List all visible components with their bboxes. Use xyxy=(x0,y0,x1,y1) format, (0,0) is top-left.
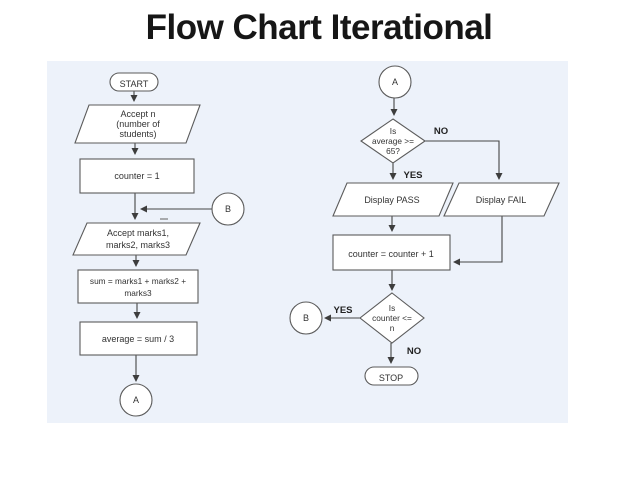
edge-average-no-to-display-fail xyxy=(425,140,503,180)
counter-increment-label: counter = counter + 1 xyxy=(348,249,434,259)
display-pass-io-shape xyxy=(332,182,454,217)
node-connector-b-left: B xyxy=(211,192,245,226)
average-decision-shape xyxy=(360,118,426,164)
accept-marks-io-shape xyxy=(72,222,201,256)
node-accept-n: Accept n (number of students) xyxy=(74,104,201,144)
accept-n-line2: (number of xyxy=(116,119,160,129)
connector-a-left-label: A xyxy=(133,395,139,405)
sum-calc-line1: sum = marks1 + marks2 + xyxy=(90,276,186,286)
counter-decision-line2: counter <= xyxy=(372,313,412,323)
display-fail-io-shape xyxy=(443,182,560,217)
stop-label: STOP xyxy=(379,373,403,383)
connector-b-right-shape xyxy=(289,301,323,335)
edge-display-fail-to-counter-increment xyxy=(453,216,503,266)
counter-no-label: NO xyxy=(407,346,421,357)
accept-marks-line1: Accept marks1, xyxy=(107,228,169,238)
counter-decision-shape xyxy=(359,292,425,344)
node-display-fail: Display FAIL xyxy=(443,182,560,217)
connector-b-right-label: B xyxy=(303,313,309,323)
connector-b-left-label: B xyxy=(225,204,231,214)
display-pass-label: Display PASS xyxy=(364,195,419,205)
average-decision-line3: 65? xyxy=(386,146,400,156)
start-terminator-shape xyxy=(109,72,159,92)
slide-title: Flow Chart Iterational xyxy=(145,8,493,47)
average-calc-label: average = sum / 3 xyxy=(102,334,174,344)
counter-init-label: counter = 1 xyxy=(114,171,159,181)
node-average-calc: average = sum / 3 xyxy=(79,321,198,356)
counter-decision-line3: n xyxy=(390,323,395,333)
accept-n-io-shape xyxy=(74,104,201,144)
average-calc-process-shape xyxy=(79,321,198,356)
connector-a-left-shape xyxy=(119,383,153,417)
node-accept-marks: Accept marks1, marks2, marks3 xyxy=(72,222,201,256)
sum-calc-line2: marks3 xyxy=(124,288,152,298)
start-label: START xyxy=(120,79,149,89)
counter-increment-process-shape xyxy=(332,234,451,271)
average-decision-line2: average >= xyxy=(372,136,414,146)
node-connector-a-left: A xyxy=(119,383,153,417)
node-start: START xyxy=(109,72,159,92)
accept-marks-line2: marks2, marks3 xyxy=(106,240,170,250)
connector-a-right-shape xyxy=(378,65,412,99)
display-fail-label: Display FAIL xyxy=(476,195,527,205)
stop-terminator-shape xyxy=(364,366,419,386)
node-counter-init: counter = 1 xyxy=(79,158,195,194)
node-counter-increment: counter = counter + 1 xyxy=(332,234,451,271)
node-sum-calc: sum = marks1 + marks2 + marks3 xyxy=(77,269,199,304)
connector-b-left-shape xyxy=(211,192,245,226)
connector-a-right-label: A xyxy=(392,77,398,87)
sum-calc-process-shape xyxy=(77,269,199,304)
counter-yes-label: YES xyxy=(333,305,352,316)
node-display-pass: Display PASS xyxy=(332,182,454,217)
node-connector-b-right: B xyxy=(289,301,323,335)
node-counter-decision: Is counter <= n xyxy=(359,292,425,344)
node-stop: STOP xyxy=(364,366,419,386)
average-no-label: NO xyxy=(434,126,448,137)
accept-n-line3: students) xyxy=(119,129,156,139)
counter-init-process-shape xyxy=(79,158,195,194)
accept-n-line1: Accept n xyxy=(120,109,155,119)
average-decision-line1: Is xyxy=(390,126,396,136)
average-yes-label: YES xyxy=(403,170,422,181)
flowchart-edges xyxy=(130,91,503,382)
node-average-decision: Is average >= 65? xyxy=(360,118,426,164)
counter-decision-line1: Is xyxy=(389,303,395,313)
node-connector-a-right: A xyxy=(378,65,412,99)
